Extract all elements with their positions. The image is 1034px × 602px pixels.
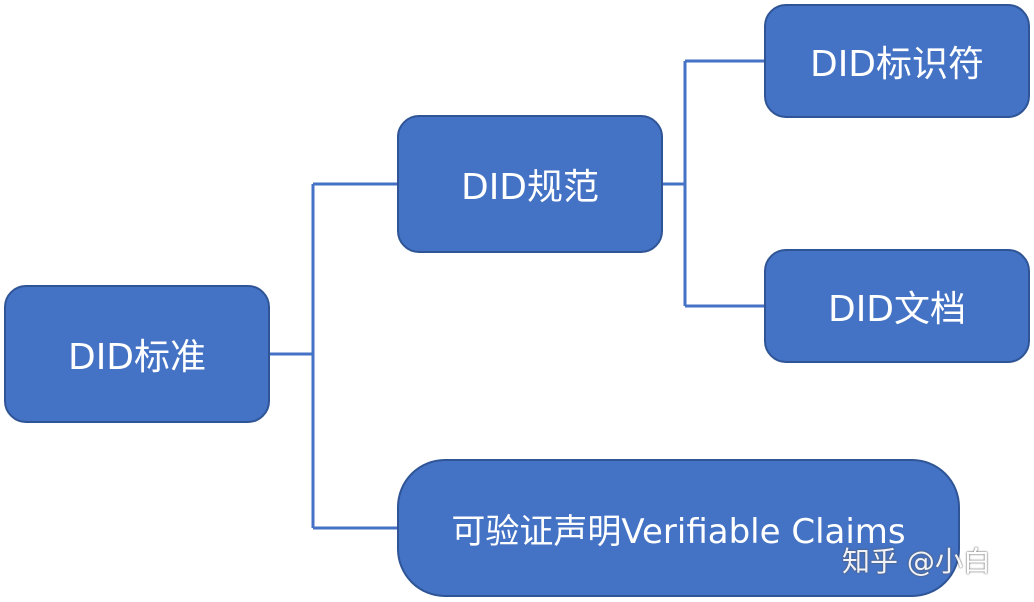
node-verifiable-claims: 可验证声明Verifiable Claims xyxy=(397,459,960,597)
node-did-spec-label: DID规范 xyxy=(460,167,600,208)
node-did-identifier-label: DID标识符 xyxy=(809,44,985,85)
node-did-spec: DID规范 xyxy=(397,115,663,253)
node-did-identifier: DID标识符 xyxy=(764,4,1030,118)
node-verifiable-claims-label: 可验证声明Verifiable Claims xyxy=(451,511,906,552)
node-did-document-label: DID文档 xyxy=(827,289,967,330)
node-did-standard: DID标准 xyxy=(4,285,270,423)
node-did-standard-label: DID标准 xyxy=(67,337,207,378)
watermark: 知乎 @小白 xyxy=(842,545,991,578)
node-did-document: DID文档 xyxy=(764,249,1030,363)
